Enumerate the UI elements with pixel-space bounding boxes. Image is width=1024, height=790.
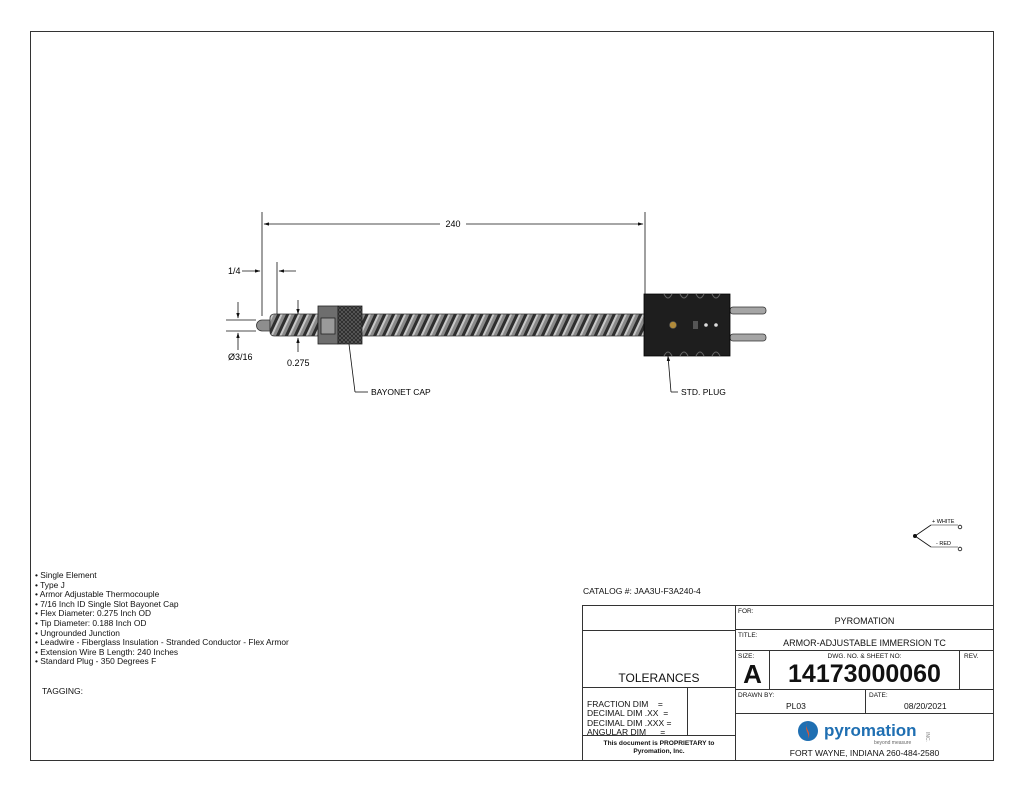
list-item: • Leadwire - Fiberglass Insulation - Str…: [35, 637, 289, 648]
list-item: • Tip Diameter: 0.188 Inch OD: [35, 617, 147, 628]
overall-length-dimension: 240: [261, 212, 646, 316]
proprietary-notice: This document is PROPRIETARY to Pyromati…: [603, 740, 715, 755]
title-value: ARMOR-ADJUSTABLE IMMERSION TC: [783, 638, 946, 648]
flex-diameter-label: 0.275: [287, 358, 310, 368]
drawn-by-value: PL03: [786, 701, 806, 711]
list-item: • Single Element: [35, 570, 97, 580]
company-block: pyromation beyond measure INC. FORT WAYN…: [736, 714, 993, 760]
date-value: 08/20/2021: [904, 701, 947, 711]
standard-plug: [643, 293, 767, 357]
decimal-xx-dim: DECIMAL DIM .XX =: [587, 708, 669, 719]
tip-diameter-label: Ø3/16: [228, 352, 253, 362]
tip-length-label: 1/4: [228, 266, 241, 276]
drawing-number-row: SIZE: A DWG. NO. & SHEET NO: 14173000060…: [736, 651, 993, 690]
wiring-symbol: + WHITE - RED: [913, 519, 963, 552]
drawing-number: 14173000060: [788, 660, 941, 688]
overall-length-label: 240: [445, 219, 460, 229]
for-value: PYROMATION: [834, 616, 895, 626]
title-row: TITLE: ARMOR-ADJUSTABLE IMMERSION TC: [736, 630, 993, 651]
drawing-sheet: [30, 31, 994, 761]
tolerance-section: TOLERANCES FRACTION DIM = DECIMAL DIM .X…: [583, 606, 736, 760]
for-row: FOR: PYROMATION: [736, 606, 993, 630]
tolerances-heading: TOLERANCES: [618, 671, 700, 685]
tagging-label: TAGGING:: [42, 686, 83, 696]
bayonet-cap: [317, 305, 363, 345]
wire-white-label: + WHITE: [932, 519, 955, 525]
tip-diameter-dimension: Ø3/16: [226, 302, 256, 362]
std-plug-label: STD. PLUG: [681, 387, 726, 397]
svg-text:INC.: INC.: [924, 732, 930, 742]
list-item: • Armor Adjustable Thermocouple: [35, 589, 160, 600]
bayonet-cap-label: BAYONET CAP: [371, 387, 431, 397]
list-item: • Ungrounded Junction: [35, 627, 120, 638]
list-item: • Flex Diameter: 0.275 Inch OD: [35, 608, 152, 619]
list-item: • Extension Wire B Length: 240 Inches: [35, 646, 179, 657]
company-address: FORT WAYNE, INDIANA 260-484-2580: [789, 748, 940, 758]
bayonet-cap-callout: BAYONET CAP: [348, 343, 431, 397]
logo-tagline: beyond measure: [874, 740, 911, 746]
wire-red-label: - RED: [936, 541, 951, 547]
probe-tip: [256, 319, 271, 332]
std-plug-callout: STD. PLUG: [666, 355, 726, 397]
list-item: • 7/16 Inch ID Single Slot Bayonet Cap: [35, 598, 179, 609]
logo-wordmark: pyromation: [824, 721, 917, 740]
title-block: TOLERANCES FRACTION DIM = DECIMAL DIM .X…: [582, 605, 994, 761]
tip-length-dimension: 1/4: [228, 262, 296, 316]
catalog-number: CATALOG #: JAA3U-F3A240-4: [583, 586, 701, 596]
flex-diameter-dimension: 0.275: [287, 300, 310, 368]
size-value: A: [743, 659, 762, 689]
decimal-xxx-dim: DECIMAL DIM .XXX =: [587, 717, 672, 728]
angular-dim: ANGULAR DIM =: [587, 727, 666, 738]
list-item: • Type J: [35, 579, 65, 590]
pyromation-logo: pyromation beyond measure INC.: [798, 721, 930, 746]
spec-notes-list: • Single Element • Type J • Armor Adjust…: [35, 570, 289, 667]
list-item: • Standard Plug - 350 Degrees F: [35, 656, 157, 667]
drawn-by-row: DRAWN BY: PL03 DATE: 08/20/2021: [736, 690, 993, 714]
fraction-dim: FRACTION DIM =: [587, 698, 663, 709]
